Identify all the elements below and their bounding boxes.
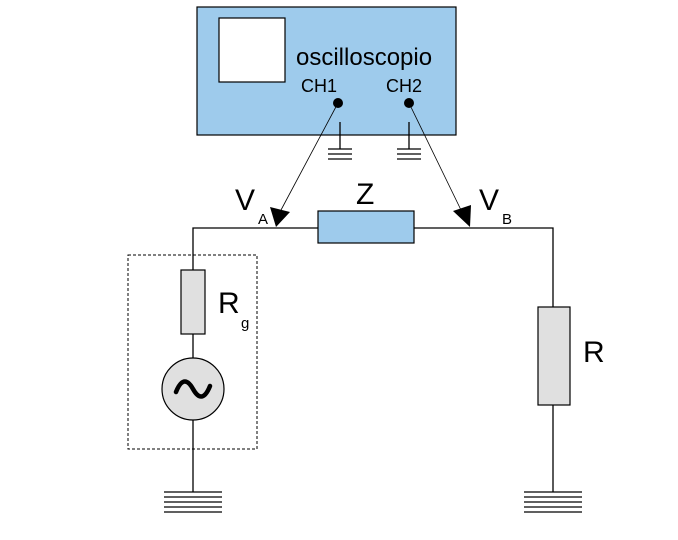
load-resistor bbox=[537, 306, 571, 406]
oscilloscope-title: oscilloscopio bbox=[296, 44, 432, 71]
wire-node-a bbox=[192, 227, 318, 270]
generator-resistor-subscript: g bbox=[241, 315, 249, 332]
probe-ch1 bbox=[270, 102, 339, 227]
wire-node-b bbox=[414, 227, 554, 307]
oscilloscope: oscilloscopio CH1 CH2 bbox=[196, 6, 457, 136]
ch1-label: CH1 bbox=[301, 76, 337, 96]
generator-resistor bbox=[180, 269, 206, 335]
ac-source bbox=[161, 357, 225, 421]
node-b-subscript: B bbox=[502, 211, 512, 228]
node-b-label: V bbox=[479, 184, 499, 217]
ch2-ground-symbol bbox=[397, 122, 421, 160]
generator-resistor-label: R bbox=[218, 287, 240, 320]
ac-source-symbol bbox=[173, 379, 213, 399]
probe-ch2 bbox=[408, 102, 471, 227]
impedance-z bbox=[317, 210, 415, 244]
load-resistor-label: R bbox=[583, 336, 605, 369]
node-a-subscript: A bbox=[258, 211, 268, 228]
probe-ch2-arrowhead bbox=[453, 205, 471, 227]
load-ground-symbol bbox=[524, 491, 582, 513]
ch1-ground-symbol bbox=[328, 122, 352, 160]
ch2-label: CH2 bbox=[386, 76, 422, 96]
probe-ch1-arrowhead bbox=[270, 207, 290, 227]
impedance-label: Z bbox=[356, 178, 374, 211]
oscilloscope-screen bbox=[218, 17, 286, 83]
generator-box bbox=[127, 254, 258, 450]
generator-ground-symbol bbox=[164, 491, 222, 513]
node-a-label: V bbox=[235, 184, 255, 217]
